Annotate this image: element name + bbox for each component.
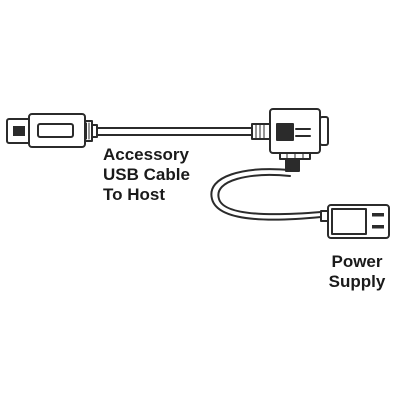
usb-host-cable bbox=[96, 127, 253, 136]
power-supply-label-line1: Power bbox=[331, 252, 383, 271]
adapter-housing bbox=[269, 108, 329, 160]
adapter-cable-boot bbox=[285, 158, 300, 172]
usb-cable-label-line3: To Host bbox=[103, 185, 166, 204]
usb-a-plug bbox=[6, 113, 98, 148]
power-supply-label-line2: Supply bbox=[328, 272, 386, 291]
usb-cable-label-line2: USB Cable bbox=[103, 165, 190, 184]
usb-cable-label-line1: Accessory bbox=[103, 145, 190, 164]
power-cable bbox=[210, 168, 322, 221]
cable-strain-relief bbox=[251, 123, 271, 140]
power-supply-connector bbox=[320, 204, 390, 239]
power-supply-label: Power Supply bbox=[317, 252, 397, 292]
usb-cable-label: Accessory USB Cable To Host bbox=[103, 145, 190, 205]
